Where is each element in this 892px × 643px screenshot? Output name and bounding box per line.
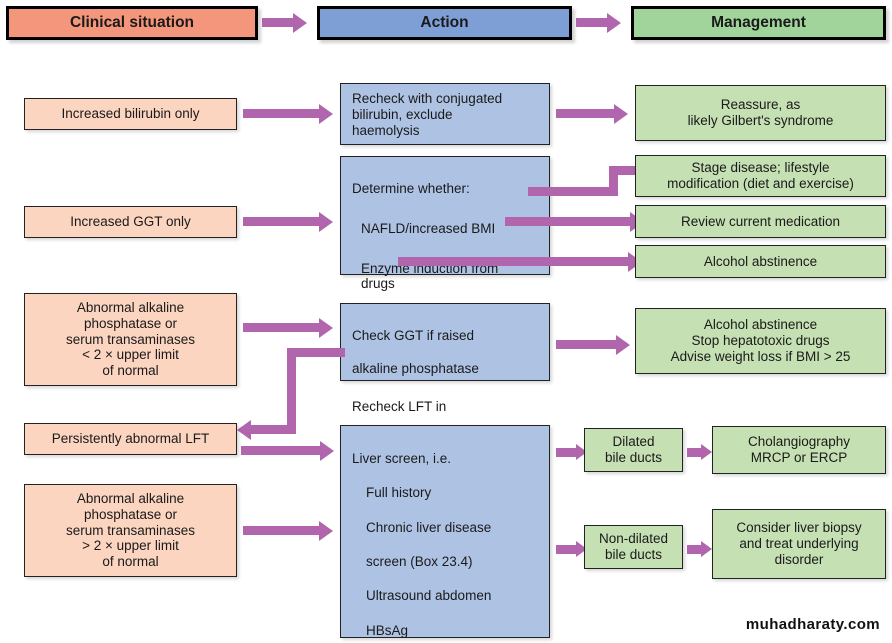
arrow-persistent-lft-to-liverscreen-head	[320, 441, 334, 461]
liver-screen-item-3: Ultrasound abdomen	[366, 588, 492, 604]
arrow-header-1-head	[293, 13, 307, 33]
situation-persistently-abnormal-lft: Persistently abnormal LFT	[24, 423, 237, 455]
arrow-feedback-seg-bottom	[250, 425, 294, 434]
arrow-liverscreen-to-nondilated-shaft	[556, 545, 580, 554]
action-recheck-conjugated-bilirubin: Recheck with conjugated bilirubin, exclu…	[340, 83, 550, 145]
situation-alp-below-2x-label: Abnormal alkaline phosphatase or serum t…	[65, 300, 196, 379]
situation-increased-bilirubin-label: Increased bilirubin only	[61, 106, 200, 122]
arrow-ggt-to-action-head	[319, 212, 333, 232]
management-alcohol-abstinence-ggt: Alcohol abstinence	[635, 245, 886, 278]
management-reassure-gilberts-label: Reassure, as likely Gilbert's syndrome	[687, 97, 834, 128]
management-alcohol-stop-drugs-weightloss: Alcohol abstinence Stop hepatotoxic drug…	[635, 308, 886, 374]
action-liver-screen: Liver screen, i.e. Full history Chronic …	[340, 425, 550, 638]
arrow-alp-low-to-action-head	[319, 318, 333, 338]
arrow-ggt-to-action-shaft	[243, 217, 321, 226]
management-review-medication-label: Review current medication	[680, 213, 841, 229]
arrow-bilirubin-to-management-shaft	[556, 109, 616, 118]
arrow-header-1-shaft	[262, 18, 295, 27]
liver-screen-item-2: screen (Box 23.4)	[366, 553, 473, 569]
header-clinical-situation: Clinical situation	[6, 6, 258, 40]
arrow-dilated-to-cholangiography-shaft	[687, 448, 705, 457]
result-dilated-bile-ducts-label: Dilated bile ducts	[604, 434, 663, 465]
result-dilated-bile-ducts: Dilated bile ducts	[584, 428, 683, 472]
action-recheck-conjugated-bilirubin-label: Recheck with conjugated bilirubin, exclu…	[352, 91, 503, 138]
arrow-feedback-seg-vertical	[287, 348, 296, 434]
action-item-nafld: NAFLD/increased BMI	[361, 220, 496, 236]
arrow-dilated-to-cholangiography-head	[701, 444, 712, 460]
arrow-nondilated-to-biopsy-head	[701, 541, 712, 557]
liver-screen-item-0: Full history	[366, 485, 432, 501]
arrow-alcohol-shaft	[398, 257, 634, 266]
arrow-header-2-head	[607, 13, 621, 33]
action-check-ggt-line-1: Check GGT if raised	[352, 328, 475, 344]
result-non-dilated-bile-ducts-label: Non-dilated bile ducts	[598, 531, 669, 562]
header-management-label: Management	[711, 13, 806, 31]
situation-alp-below-2x: Abnormal alkaline phosphatase or serum t…	[24, 293, 237, 386]
liver-screen-item-1: Chronic liver disease	[366, 519, 492, 535]
arrow-persistent-lft-to-liverscreen-shaft	[241, 446, 323, 455]
header-action: Action	[317, 6, 572, 40]
header-clinical-situation-label: Clinical situation	[69, 13, 194, 31]
management-cholangiography: Cholangiography MRCP or ERCP	[712, 426, 886, 474]
result-non-dilated-bile-ducts: Non-dilated bile ducts	[584, 525, 683, 569]
action-determine-whether-title: Determine whether:	[352, 180, 470, 196]
management-consider-liver-biopsy: Consider liver biopsy and treat underlyi…	[712, 509, 886, 579]
arrow-liverscreen-to-nondilated-head	[576, 541, 587, 557]
situation-increased-bilirubin: Increased bilirubin only	[24, 98, 237, 130]
management-cholangiography-label: Cholangiography MRCP or ERCP	[747, 434, 851, 465]
arrow-nafld-seg-horizontal-lower	[528, 187, 618, 196]
arrow-alp-high-to-liverscreen-head	[319, 521, 333, 541]
arrow-nafld-seg-horizontal-upper	[609, 166, 643, 175]
action-liver-screen-title: Liver screen, i.e.	[352, 451, 452, 467]
header-management: Management	[631, 6, 886, 40]
arrow-liverscreen-to-dilated-shaft	[556, 448, 580, 457]
arrow-feedback-seg-top	[287, 348, 345, 357]
arrow-alp-low-to-management-head	[616, 335, 630, 355]
management-alcohol-abstinence-ggt-label: Alcohol abstinence	[703, 253, 818, 269]
management-reassure-gilberts: Reassure, as likely Gilbert's syndrome	[635, 85, 886, 141]
situation-persistently-abnormal-lft-label: Persistently abnormal LFT	[51, 431, 210, 447]
action-check-ggt-recheck-lft: Check GGT if raised alkaline phosphatase…	[340, 303, 550, 446]
arrow-alp-low-to-action-shaft	[243, 323, 321, 332]
situation-increased-ggt-label: Increased GGT only	[70, 214, 191, 230]
arrow-bilirubin-to-action-shaft	[243, 109, 321, 118]
arrow-alp-high-to-liverscreen-shaft	[243, 526, 321, 535]
arrow-bilirubin-to-management-head	[614, 104, 628, 124]
watermark: muhadharaty.com	[745, 616, 880, 633]
arrow-alp-low-to-management-shaft	[556, 340, 618, 349]
arrow-nondilated-to-biopsy-shaft	[687, 545, 705, 554]
arrow-feedback-head	[237, 420, 251, 440]
arrow-enzyme-shaft	[505, 217, 637, 226]
situation-increased-ggt: Increased GGT only	[24, 206, 237, 238]
situation-alp-above-2x: Abnormal alkaline phosphatase or serum t…	[24, 484, 237, 577]
management-consider-liver-biopsy-label: Consider liver biopsy and treat underlyi…	[736, 520, 862, 567]
arrow-liverscreen-to-dilated-head	[576, 444, 587, 460]
management-alcohol-stop-drugs-weightloss-label: Alcohol abstinence Stop hepatotoxic drug…	[670, 317, 851, 364]
liver-screen-item-4: HBsAg	[366, 622, 409, 638]
situation-alp-above-2x-label: Abnormal alkaline phosphatase or serum t…	[65, 491, 196, 570]
management-review-medication: Review current medication	[635, 205, 886, 238]
arrow-bilirubin-to-action-head	[319, 104, 333, 124]
action-check-ggt-line-2: alkaline phosphatase	[352, 360, 479, 376]
arrow-header-2-shaft	[576, 18, 609, 27]
header-action-label: Action	[420, 13, 469, 31]
management-stage-disease-label: Stage disease; lifestyle modification (d…	[667, 160, 854, 191]
action-recheck-lft-line-1: Recheck LFT in	[352, 398, 447, 414]
arrow-nafld-seg-vertical	[609, 166, 618, 192]
management-stage-disease: Stage disease; lifestyle modification (d…	[635, 155, 886, 197]
